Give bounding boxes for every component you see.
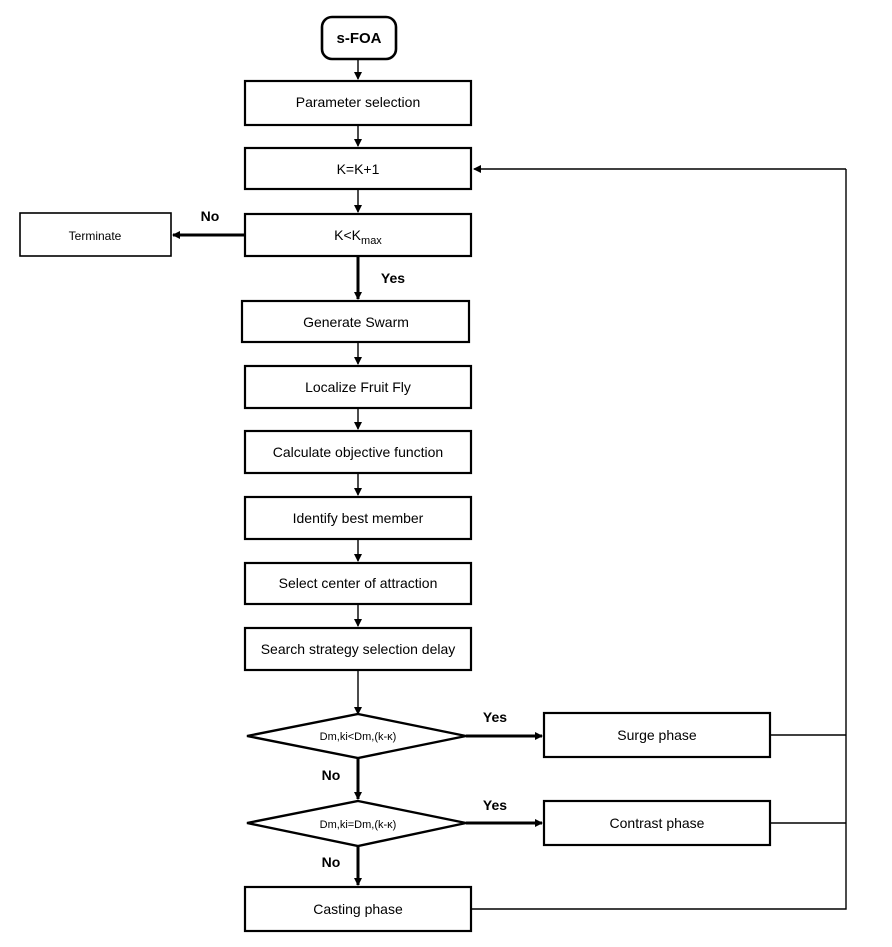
best-label: Identify best member — [293, 510, 424, 526]
yes-surge-label: Yes — [483, 709, 507, 725]
terminate-node: Terminate — [19, 212, 172, 257]
yes-swarm-label: Yes — [381, 270, 405, 286]
contrast-label: Contrast phase — [610, 815, 705, 831]
no-dec2-label: No — [322, 767, 341, 783]
localize-label: Localize Fruit Fly — [305, 379, 411, 395]
objective-node: Calculate objective function — [243, 429, 473, 475]
contrast-node: Contrast phase — [542, 799, 772, 847]
decision-2-label: Dm,ki=Dm,(k-κ) — [320, 819, 397, 831]
swarm-label: Generate Swarm — [303, 314, 409, 330]
surge-label: Surge phase — [617, 727, 697, 743]
casting-node: Casting phase — [243, 885, 473, 933]
no-casting-label: No — [322, 854, 341, 870]
decision-1-node: Dm,ki<Dm,(k-κ) — [246, 712, 467, 760]
start-node: s-FOA — [320, 15, 398, 61]
localize-node: Localize Fruit Fly — [243, 364, 473, 410]
feedback-loop — [471, 165, 847, 910]
center-label: Select center of attraction — [279, 575, 438, 591]
casting-label: Casting phase — [313, 901, 403, 917]
center-node: Select center of attraction — [243, 561, 473, 606]
surge-node: Surge phase — [542, 711, 772, 759]
best-node: Identify best member — [243, 495, 473, 541]
param-node: Parameter selection — [243, 79, 473, 127]
delay-node: Search strategy selection delay — [243, 626, 473, 672]
objective-label: Calculate objective function — [273, 444, 443, 460]
param-label: Parameter selection — [296, 94, 421, 110]
condition-k-label: K<Kmax — [334, 227, 382, 247]
condition-k-node: K<Kmax — [243, 212, 473, 258]
decision-1-label: Dm,ki<Dm,(k-κ) — [320, 731, 397, 743]
yes-contrast-label: Yes — [483, 797, 507, 813]
terminate-label: Terminate — [69, 229, 122, 243]
increment-label: K=K+1 — [337, 161, 380, 177]
delay-label: Search strategy selection delay — [261, 641, 456, 657]
no-terminate-label: No — [201, 208, 220, 224]
start-label: s-FOA — [337, 30, 382, 47]
swarm-node: Generate Swarm — [240, 299, 471, 344]
decision-2-node: Dm,ki=Dm,(k-κ) — [246, 799, 467, 848]
increment-node: K=K+1 — [243, 146, 473, 191]
